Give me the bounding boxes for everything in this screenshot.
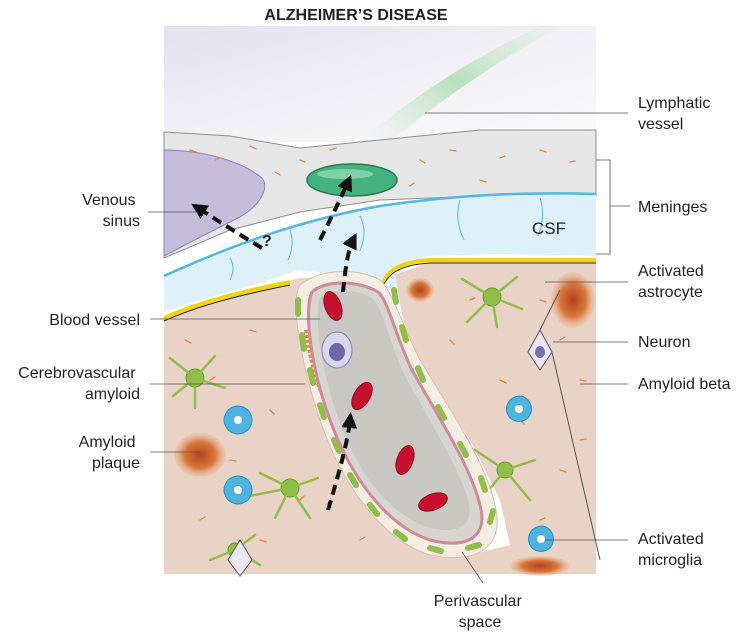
label-venous-line1: Venous xyxy=(82,192,135,209)
neuron xyxy=(527,289,601,561)
astrocyte-endfeet xyxy=(295,287,496,554)
flow-arrows xyxy=(191,174,358,511)
label-plaque-line1: Amyloid xyxy=(79,434,136,451)
svg-text:Lymphatic vessel: Lymphatic vessel xyxy=(638,95,715,133)
label-perivascular-line2: space xyxy=(459,614,502,631)
label-neuron: Neuron xyxy=(638,334,690,351)
label-plaque-line2: plaque xyxy=(92,455,140,472)
svg-text:Cerebrovascular amyloid: Cerebrovascular amyloid xyxy=(18,365,140,403)
svg-text:Amyloid plaque: Amyloid plaque xyxy=(79,434,140,472)
label-lymphatic-line1: Lymphatic xyxy=(638,95,710,112)
label-cva-line1: Cerebrovascular xyxy=(18,365,136,382)
lymphatic-vessel xyxy=(306,163,398,197)
csf-trabeculae xyxy=(229,197,544,281)
label-cva-line2: amyloid xyxy=(85,386,140,403)
arachnoid-membrane xyxy=(163,192,597,278)
label-microglia-line1: Activated xyxy=(638,531,704,548)
neuron-2 xyxy=(227,539,253,577)
diagram-title: ALZHEIMER’S DISEASE xyxy=(264,7,447,24)
csf-layer xyxy=(164,193,596,312)
label-perivascular-line1: Perivascular xyxy=(434,593,523,610)
lymphatic-vessel-stripe xyxy=(360,26,560,142)
leader-lines xyxy=(148,112,628,584)
csf-label: CSF xyxy=(532,219,566,238)
svg-text:Venous sinus: Venous sinus xyxy=(82,192,140,230)
venous-sinus xyxy=(163,149,266,257)
label-lymphatic-line2: vessel xyxy=(638,116,683,133)
brain-tissue xyxy=(164,258,596,574)
pia-left xyxy=(163,280,291,320)
meninges-bracket xyxy=(596,159,630,255)
question-mark: ? xyxy=(262,233,272,250)
svg-text:Activated astrocyte: Activated astrocyte xyxy=(638,263,708,301)
amyloid-plaque-4 xyxy=(510,556,570,576)
amyloid-plaque-2 xyxy=(551,272,595,328)
label-microglia-line2: microglia xyxy=(638,552,702,569)
label-astrocyte-line1: Activated xyxy=(638,263,704,280)
outer-region xyxy=(164,26,596,142)
label-blood-vessel: Blood vessel xyxy=(49,312,140,329)
red-blood-cells xyxy=(323,291,448,512)
amyloid-plaque xyxy=(174,433,226,477)
amyloid-beta-fibrils xyxy=(184,145,587,543)
label-amyloid-beta: Amyloid beta xyxy=(638,376,731,393)
svg-text:Activated microglia: Activated microglia xyxy=(638,531,708,569)
svg-text:Perivascular space: Perivascular space xyxy=(434,593,526,631)
label-astrocyte-line2: astrocyte xyxy=(638,284,703,301)
label-venous-line2: sinus xyxy=(103,213,140,230)
label-meninges: Meninges xyxy=(638,199,707,216)
amyloid-plaque-3 xyxy=(406,278,434,302)
